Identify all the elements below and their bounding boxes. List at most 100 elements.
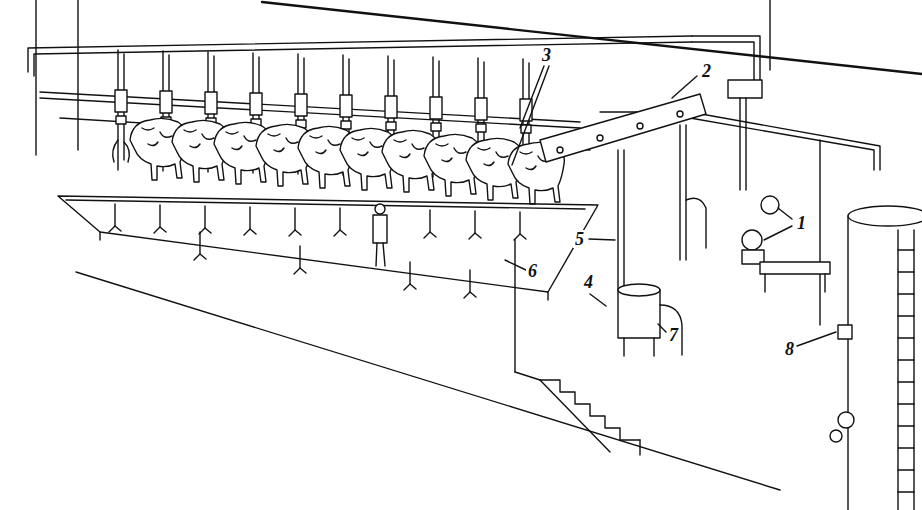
milk-tank bbox=[848, 206, 922, 226]
building-walls bbox=[76, 272, 780, 490]
callout-position: 6 bbox=[526, 262, 539, 281]
pipework bbox=[623, 150, 624, 290]
callout-position: 2 bbox=[700, 62, 713, 81]
operator-pit bbox=[294, 246, 306, 274]
pipework bbox=[680, 125, 686, 260]
pipework bbox=[617, 150, 618, 290]
stairs bbox=[639, 440, 640, 455]
operator-figure bbox=[373, 204, 387, 266]
callout-number: 1 bbox=[795, 214, 808, 232]
vacuum-cylinder bbox=[557, 147, 563, 153]
milk-receiver bbox=[618, 284, 660, 296]
operator-pit bbox=[547, 292, 548, 300]
operator-pit bbox=[99, 232, 100, 240]
operator-figure bbox=[373, 215, 387, 243]
callout-number: 8 bbox=[783, 340, 796, 358]
callout-position: 1 bbox=[795, 214, 808, 233]
cows bbox=[130, 118, 564, 204]
overhead-pipes bbox=[692, 42, 754, 80]
operator-pit bbox=[469, 211, 481, 239]
operator-pit bbox=[154, 205, 166, 233]
milk-receiver bbox=[623, 338, 624, 356]
vacuum-cylinder bbox=[540, 94, 706, 162]
leader-lines bbox=[520, 66, 544, 128]
pipework bbox=[618, 80, 820, 325]
callout-position: 5 bbox=[573, 230, 586, 249]
callout-number: 3 bbox=[540, 46, 553, 64]
operator-pit bbox=[514, 212, 526, 240]
operator-pit bbox=[464, 270, 476, 298]
callout-position: 4 bbox=[582, 273, 595, 292]
leader-lines bbox=[505, 66, 836, 346]
pipework bbox=[686, 198, 706, 248]
milk-tank bbox=[830, 206, 922, 510]
leader-lines bbox=[505, 260, 528, 271]
vacuum-pumps bbox=[761, 196, 779, 214]
leader-lines bbox=[778, 208, 792, 219]
milk-tank bbox=[898, 250, 914, 492]
leader-lines bbox=[658, 324, 666, 332]
leader-lines bbox=[672, 76, 697, 98]
building-walls bbox=[77, 0, 78, 150]
pipework bbox=[739, 98, 740, 190]
callout-number: 4 bbox=[582, 273, 595, 291]
overhead-pipes bbox=[690, 118, 874, 170]
overhead-pipes bbox=[28, 36, 692, 72]
leader-lines bbox=[797, 332, 836, 346]
overhead-pipes bbox=[692, 36, 760, 80]
leader-lines bbox=[764, 226, 792, 240]
operator-pit bbox=[58, 196, 598, 300]
callout-number: 5 bbox=[573, 230, 586, 248]
leader-lines bbox=[512, 66, 549, 165]
operator-pit bbox=[199, 206, 211, 234]
operator-pit bbox=[424, 210, 436, 238]
vacuum-cylinder bbox=[677, 111, 683, 117]
operator-pit bbox=[194, 232, 206, 260]
milk-tank bbox=[838, 412, 854, 428]
callout-position: 8 bbox=[783, 340, 796, 359]
leader-lines bbox=[589, 239, 615, 240]
milk-tank bbox=[848, 216, 922, 510]
building-walls bbox=[514, 240, 515, 372]
vacuum-cylinder bbox=[637, 123, 643, 129]
building-walls bbox=[35, 0, 36, 155]
operator-figure bbox=[376, 243, 377, 266]
vacuum-pumps bbox=[760, 262, 830, 274]
vacuum-pumps bbox=[824, 274, 825, 292]
vacuum-cylinder bbox=[540, 94, 706, 162]
stairs bbox=[540, 380, 640, 455]
milk-receiver bbox=[618, 284, 682, 356]
operator-pit bbox=[289, 208, 301, 236]
overhead-pipes bbox=[690, 112, 880, 170]
vacuum-pumps bbox=[742, 230, 762, 250]
callout-number: 2 bbox=[700, 62, 713, 80]
pipework bbox=[745, 98, 746, 190]
operator-pit bbox=[244, 207, 256, 235]
operator-pit bbox=[404, 262, 416, 290]
milk-tank bbox=[830, 430, 842, 442]
callout-number: 7 bbox=[667, 326, 680, 344]
operator-figure bbox=[375, 204, 385, 214]
overhead-pipes bbox=[34, 42, 692, 76]
stairs bbox=[540, 380, 610, 452]
vacuum-cylinder bbox=[597, 135, 603, 141]
building-walls bbox=[769, 0, 770, 70]
operator-pit bbox=[58, 196, 598, 292]
building-walls bbox=[36, 0, 922, 490]
milk-receiver bbox=[653, 338, 654, 356]
building-walls bbox=[515, 372, 540, 380]
milk-receiver bbox=[618, 290, 660, 338]
callout-position: 7 bbox=[667, 326, 680, 345]
operator-figure bbox=[383, 243, 385, 266]
operator-pit bbox=[66, 200, 585, 209]
leader-lines bbox=[590, 294, 606, 306]
vacuum-pumps bbox=[764, 274, 765, 292]
operator-pit bbox=[109, 204, 121, 232]
callout-number: 6 bbox=[526, 262, 539, 280]
operator-pit bbox=[334, 208, 346, 236]
pipework bbox=[728, 80, 762, 98]
vacuum-pumps bbox=[742, 196, 830, 292]
pipework bbox=[819, 140, 820, 325]
